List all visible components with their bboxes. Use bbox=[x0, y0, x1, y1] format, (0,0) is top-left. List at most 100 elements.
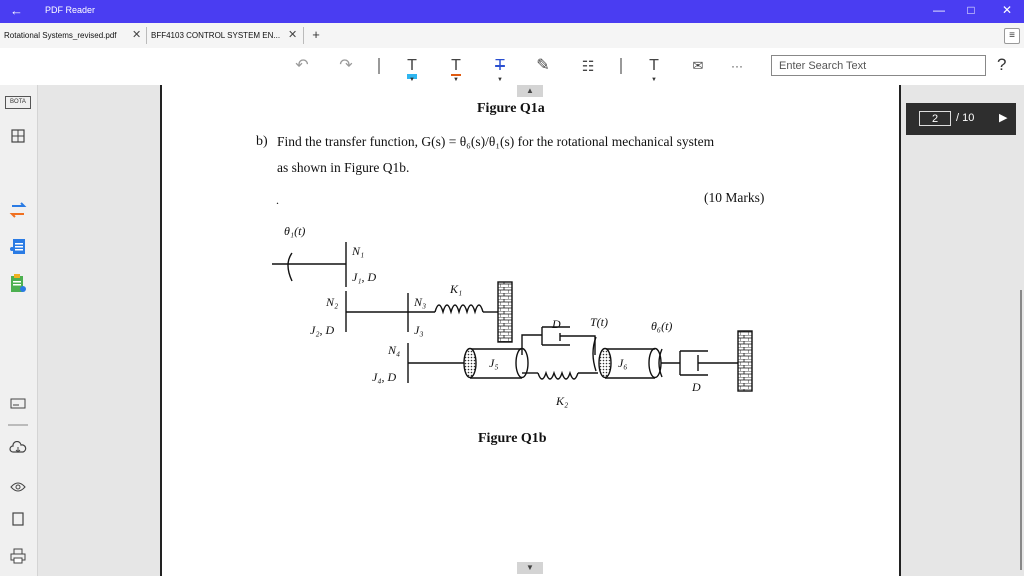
print-icon[interactable] bbox=[8, 548, 28, 568]
chevron-down-icon: ▼ bbox=[497, 77, 503, 83]
tab-close-icon[interactable]: ✕ bbox=[132, 29, 142, 41]
question-line-2: as shown in Figure Q1b. bbox=[277, 160, 410, 175]
bookmark-glyph-icon bbox=[12, 512, 24, 526]
new-tab-button[interactable]: + bbox=[312, 27, 320, 42]
label-theta1: θ₁(t) bbox=[284, 224, 305, 238]
theta6-arrow bbox=[658, 348, 663, 378]
tab-bar: Rotational Systems_revised.pdf ✕ BFF4103… bbox=[0, 23, 1024, 49]
label-theta6: θ₆(t) bbox=[651, 319, 672, 333]
torque-t-arrow bbox=[592, 336, 597, 372]
figure-q1b-caption: Figure Q1b bbox=[478, 431, 547, 446]
inertia-j5-body bbox=[470, 348, 522, 379]
tab-rotational-systems[interactable]: Rotational Systems_revised.pdf bbox=[4, 31, 117, 40]
note-icon[interactable]: ☷ bbox=[581, 58, 595, 74]
label-d-mid: D bbox=[551, 317, 561, 331]
dot-mark: . bbox=[276, 193, 279, 207]
cloud-sync-icon bbox=[9, 440, 27, 453]
fixed-wall-k1 bbox=[497, 281, 513, 343]
label-j3: J₃ bbox=[414, 323, 424, 337]
search-input[interactable]: Enter Search Text bbox=[771, 55, 986, 76]
inertia-j6-body bbox=[605, 348, 655, 379]
add-text-glyph: T bbox=[649, 57, 659, 74]
spring-k1 bbox=[434, 304, 484, 315]
chevron-down-icon: ▼ bbox=[453, 77, 459, 83]
eye-icon bbox=[10, 482, 26, 492]
label-n2: N₂ bbox=[325, 295, 338, 309]
maximize-icon[interactable]: □ bbox=[967, 3, 975, 17]
figure-q1a-caption: Figure Q1a bbox=[477, 101, 545, 116]
damper-d-right-piston bbox=[697, 355, 738, 371]
label-j5: J₅ bbox=[489, 356, 499, 370]
title-bar: ← PDF Reader — □ ✕ bbox=[0, 0, 1024, 23]
minimize-icon[interactable]: — bbox=[933, 3, 945, 17]
left-sidebar bbox=[0, 85, 38, 576]
printer-icon bbox=[10, 548, 26, 564]
tab-divider bbox=[303, 27, 304, 44]
scroll-up-button[interactable]: ▲ bbox=[517, 85, 543, 97]
bookmark-icon[interactable] bbox=[8, 512, 28, 532]
underline-text-glyph: T bbox=[451, 57, 461, 76]
bota-button[interactable]: BOTA bbox=[5, 96, 31, 109]
strikethrough-text-icon[interactable]: T ▼ bbox=[489, 54, 511, 83]
chevron-down-icon: ▼ bbox=[409, 77, 415, 83]
stamp-icon[interactable]: ✉ bbox=[692, 58, 704, 73]
view-mode-icon[interactable] bbox=[8, 479, 28, 499]
tab-divider bbox=[146, 27, 147, 44]
grid-icon bbox=[11, 129, 25, 143]
damper-d-right-cup bbox=[679, 350, 708, 376]
underline-text-icon[interactable]: T ▼ bbox=[445, 54, 467, 83]
tab-bff4103[interactable]: BFF4103 CONTROL SYSTEM EN... bbox=[151, 31, 281, 40]
clipboard-icon bbox=[11, 274, 26, 292]
pages-icon bbox=[10, 239, 25, 254]
toolbar-divider bbox=[620, 58, 622, 74]
add-text-icon[interactable]: T ▼ bbox=[643, 54, 665, 83]
chevron-down-icon: ▼ bbox=[651, 77, 657, 83]
vertical-scrollbar[interactable] bbox=[1020, 290, 1022, 570]
current-page-input[interactable]: 2 bbox=[919, 111, 951, 126]
label-k2: K₂ bbox=[555, 394, 568, 408]
next-page-icon[interactable]: ▶ bbox=[999, 112, 1008, 124]
theta1-arrow bbox=[287, 252, 293, 282]
more-options-icon[interactable]: ··· bbox=[731, 59, 743, 73]
strikethrough-text-glyph: T bbox=[495, 57, 505, 74]
label-n3: N₃ bbox=[413, 295, 426, 309]
menu-icon[interactable]: ≡ bbox=[1004, 28, 1020, 44]
cloud-icon[interactable] bbox=[8, 440, 28, 461]
damper-d-piston bbox=[559, 333, 596, 355]
label-j6: J₆ bbox=[618, 356, 628, 370]
swap-arrows-icon bbox=[9, 202, 27, 218]
label-n1: N₁ bbox=[351, 244, 364, 258]
damper-d-rod-left bbox=[521, 334, 542, 355]
total-pages: / 10 bbox=[956, 112, 975, 124]
draw-pen-icon[interactable]: ✎ bbox=[536, 57, 550, 74]
highlight-text-glyph: T bbox=[407, 58, 417, 79]
close-window-icon[interactable]: ✕ bbox=[1001, 3, 1013, 17]
form-icon[interactable] bbox=[8, 273, 28, 293]
back-arrow-icon[interactable]: ← bbox=[10, 3, 23, 18]
convert-icon[interactable] bbox=[8, 200, 28, 220]
label-k1: K₁ bbox=[449, 282, 462, 296]
scroll-down-button[interactable]: ▼ bbox=[517, 562, 543, 574]
label-j4-d: J₄, D bbox=[372, 370, 396, 384]
organize-pages-icon[interactable] bbox=[8, 237, 28, 257]
label-torque: T(t) bbox=[590, 315, 608, 329]
redo-icon[interactable]: ↷ bbox=[339, 57, 353, 74]
undo-icon[interactable]: ↶ bbox=[295, 57, 309, 74]
thumbnails-grid-icon[interactable] bbox=[8, 129, 28, 149]
help-icon[interactable]: ? bbox=[997, 55, 1007, 74]
label-d-right: D bbox=[691, 380, 701, 394]
highlight-text-icon[interactable]: T ▼ bbox=[401, 54, 423, 83]
question-line-1: Find the transfer function, G(s) = θ₆(s)… bbox=[277, 134, 715, 149]
damper-d-cup bbox=[541, 326, 570, 346]
toolbar-divider bbox=[378, 58, 380, 74]
pdf-page bbox=[160, 85, 901, 576]
label-n4: N₄ bbox=[387, 343, 400, 357]
spring-k2 bbox=[537, 370, 579, 380]
question-label: b) bbox=[256, 134, 268, 149]
marks-label: (10 Marks) bbox=[704, 190, 765, 205]
tab-close-icon[interactable]: ✕ bbox=[288, 29, 298, 41]
rotational-system-diagram: θ₁(t) N₁ J₁, D N₂ N₃ K₁ J₂, D J₃ D T(t) … bbox=[272, 224, 753, 408]
sidebar-divider bbox=[8, 424, 28, 426]
page-navigator: 2 / 10 ▶ bbox=[906, 103, 1016, 135]
signature-icon[interactable] bbox=[8, 397, 28, 417]
